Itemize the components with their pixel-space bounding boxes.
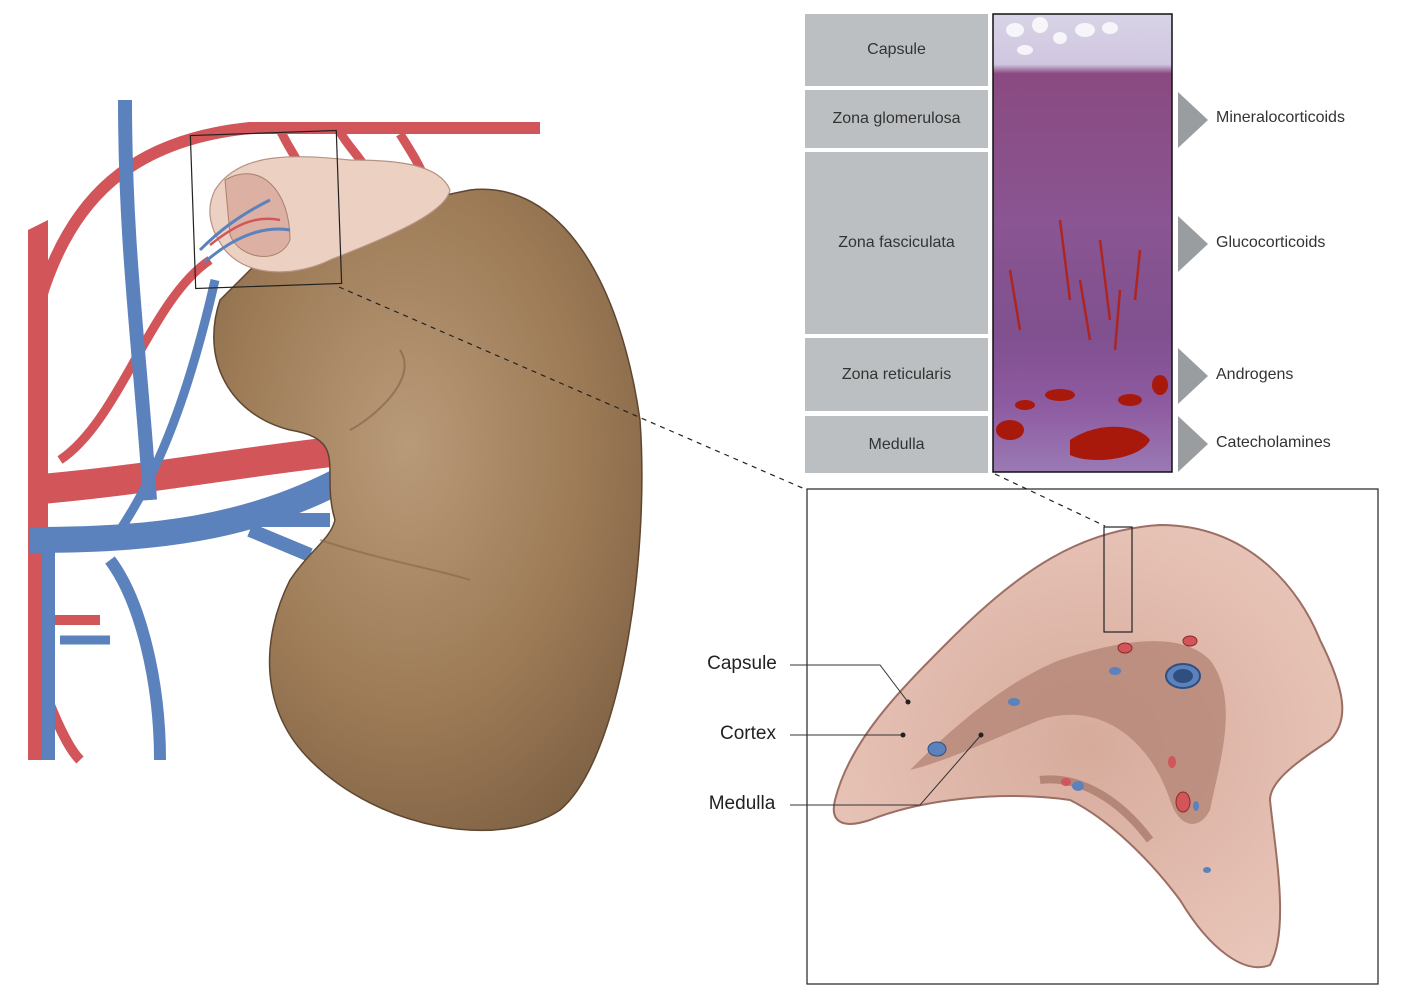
arrow-icon (1178, 92, 1208, 148)
hormone-mineralocorticoids: Mineralocorticoids (1216, 109, 1345, 126)
zone-reticularis: Zona reticularis (805, 338, 988, 411)
adrenal-zoom-box (189, 129, 343, 290)
zone-fasciculata: Zona fasciculata (805, 152, 988, 334)
arrow-icon (1178, 416, 1208, 472)
adrenal-cross-section (832, 523, 1344, 969)
label-capsule: Capsule (707, 653, 777, 674)
zone-label: Zona fasciculata (838, 234, 955, 251)
label-cortex: Cortex (720, 723, 776, 744)
leader-lines (790, 664, 982, 806)
label-medulla: Medulla (708, 793, 776, 814)
arrow-icon (1178, 216, 1208, 272)
histology-image (992, 13, 1173, 473)
zone-label: Medulla (868, 435, 925, 453)
histology-sample-box (1103, 526, 1133, 633)
zone-label: Capsule (867, 41, 926, 58)
hormone-catecholamines: Catecholamines (1216, 434, 1331, 451)
zone-label: Zona reticularis (841, 365, 952, 383)
arrow-icon (1178, 348, 1208, 404)
zone-label: Zona glomerulosa (832, 110, 961, 127)
kidney (213, 188, 643, 832)
hormone-androgens: Androgens (1216, 366, 1294, 383)
cross-section-frame (806, 488, 1379, 985)
zone-medulla: Medulla (805, 416, 988, 473)
hormone-glucocorticoids: Glucocorticoids (1216, 234, 1326, 251)
zone-capsule: Capsule (805, 14, 988, 86)
zone-glomerulosa: Zona glomerulosa (805, 90, 988, 148)
